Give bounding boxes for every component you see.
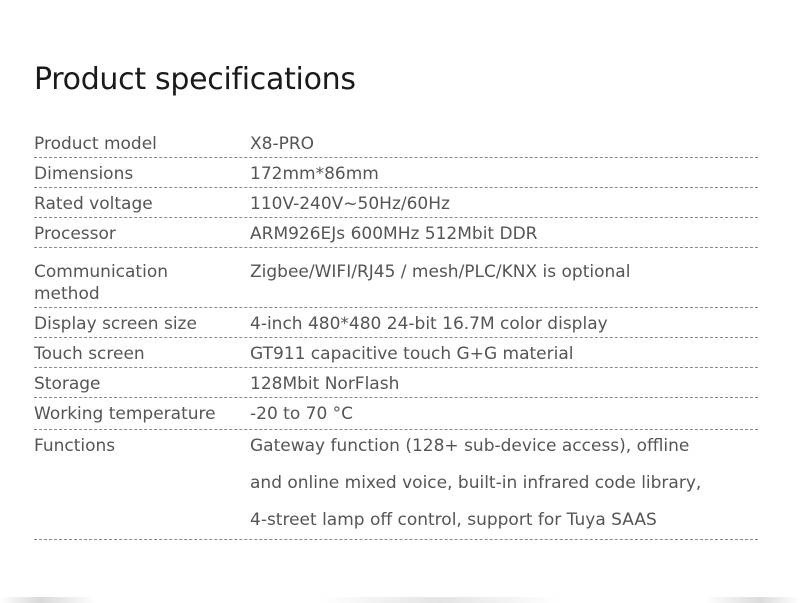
- spec-row: Touch screen GT911 capacitive touch G+G m…: [34, 338, 758, 368]
- spec-row: Dimensions 172mm*86mm: [34, 158, 758, 188]
- spec-value: 172mm*86mm: [250, 163, 758, 185]
- spec-row: Rated voltage 110V-240V~50Hz/60Hz: [34, 188, 758, 218]
- spec-row: Communication method Zigbee/WIFI/RJ45 / m…: [34, 248, 758, 308]
- spec-value: X8-PRO: [250, 133, 758, 155]
- spec-value-line: 110V-240V~50Hz/60Hz: [250, 194, 450, 214]
- spec-label: Working temperature: [34, 404, 216, 424]
- spec-value: -20 to 70 °C: [250, 403, 758, 425]
- spec-value-line: Zigbee/WIFI/RJ45 / mesh/PLC/KNX is optio…: [250, 262, 631, 282]
- spec-value-line: 128Mbit NorFlash: [250, 374, 400, 394]
- spec-label: Communication method: [34, 262, 168, 304]
- spec-row: Functions Gateway function (128+ sub-devi…: [34, 430, 758, 540]
- spec-value: 4-inch 480*480 24-bit 16.7M color displa…: [250, 313, 758, 335]
- spec-value: GT911 capacitive touch G+G material: [250, 343, 758, 365]
- spec-value-line: 4-street lamp off control, support for T…: [250, 510, 657, 530]
- spec-value-line: X8-PRO: [250, 134, 315, 154]
- spec-value: Zigbee/WIFI/RJ45 / mesh/PLC/KNX is optio…: [250, 261, 758, 283]
- spec-label: Storage: [34, 374, 101, 394]
- spec-value-line: 172mm*86mm: [250, 164, 379, 184]
- spec-value: ARM926EJs 600MHz 512Mbit DDR: [250, 223, 758, 245]
- spec-value-line: Gateway function (128+ sub-device access…: [250, 436, 690, 456]
- spec-value: 110V-240V~50Hz/60Hz: [250, 193, 758, 215]
- spec-label: Display screen size: [34, 314, 197, 334]
- spec-label: Rated voltage: [34, 194, 153, 214]
- page-title: Product specifications: [34, 62, 356, 98]
- spec-row: Storage 128Mbit NorFlash: [34, 368, 758, 398]
- spec-value-line: and online mixed voice, built-in infrare…: [250, 473, 702, 493]
- spec-row: Processor ARM926EJs 600MHz 512Mbit DDR: [34, 218, 758, 248]
- spec-row: Product model X8-PRO: [34, 128, 758, 158]
- spec-row: Working temperature -20 to 70 °C: [34, 398, 758, 430]
- spec-value-line: -20 to 70 °C: [250, 404, 354, 424]
- spec-value-line: 4-inch 480*480 24-bit 16.7M color displa…: [250, 314, 608, 334]
- spec-label: Product model: [34, 134, 157, 154]
- spec-label: Functions: [34, 436, 116, 456]
- spec-label: Processor: [34, 224, 116, 244]
- spec-value: 128Mbit NorFlash: [250, 373, 758, 395]
- spec-value-line: ARM926EJs 600MHz 512Mbit DDR: [250, 224, 538, 244]
- spec-row: Display screen size 4-inch 480*480 24-bit…: [34, 308, 758, 338]
- spec-label: Dimensions: [34, 164, 134, 184]
- spec-value-line: GT911 capacitive touch G+G material: [250, 344, 574, 364]
- spec-label: Touch screen: [34, 344, 145, 364]
- page-bottom-edge: [0, 597, 800, 603]
